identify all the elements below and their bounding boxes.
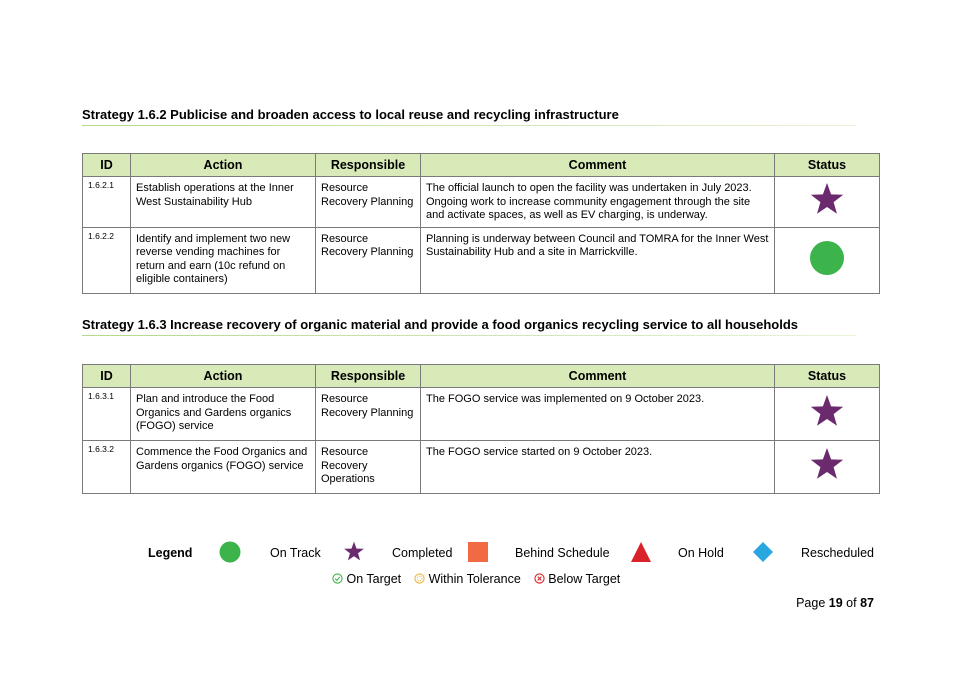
page-number: Page 19 of 87 (796, 596, 874, 610)
strategy-table-1-6-3: ID Action Responsible Comment Status 1.6… (82, 364, 880, 494)
header-status: Status (774, 153, 880, 177)
page-current: 19 (828, 596, 843, 610)
header-comment: Comment (420, 364, 775, 388)
row-action: Establish operations at the Inner West S… (130, 176, 316, 228)
legend: Legend On Track Completed Behind Schedul… (148, 541, 878, 565)
row-responsible: Resource Recovery Operations (315, 440, 421, 494)
completed-star-icon (810, 447, 844, 479)
row-comment: The FOGO service started on 9 October 20… (420, 440, 775, 494)
legend-label-completed: Completed (392, 546, 453, 560)
row-comment: The official launch to open the facility… (420, 176, 775, 228)
orange-square-icon (468, 542, 488, 562)
row-id: 1.6.2.1 (82, 176, 131, 228)
legend-label-behind-schedule: Behind Schedule (515, 546, 610, 560)
header-status: Status (774, 364, 880, 388)
header-responsible: Responsible (315, 153, 421, 177)
purple-star-icon (344, 541, 364, 561)
table-row: 1.6.3.1 Plan and introduce the Food Orga… (82, 387, 880, 441)
page-prefix: Page (796, 596, 826, 610)
table-header-row: ID Action Responsible Comment Status (82, 153, 880, 177)
row-responsible: Resource Recovery Planning (315, 387, 421, 441)
legend-label-rescheduled: Rescheduled (801, 546, 874, 560)
row-status (774, 387, 880, 441)
row-responsible: Resource Recovery Planning (315, 226, 421, 294)
row-status (774, 176, 880, 228)
row-id: 1.6.2.2 (82, 226, 131, 294)
blue-diamond-icon (753, 542, 773, 562)
row-action: Identify and implement two new reverse v… (130, 226, 316, 294)
header-action: Action (130, 364, 316, 388)
header-action: Action (130, 153, 316, 177)
table-row: 1.6.2.2 Identify and implement two new r… (82, 226, 880, 294)
heading-rule (82, 125, 856, 126)
row-action: Plan and introduce the Food Organics and… (130, 387, 316, 441)
check-circle-icon (332, 573, 343, 584)
legend-title: Legend (148, 546, 193, 560)
strategy-title: Strategy 1.6.2 Publicise and broaden acc… (82, 107, 619, 122)
header-responsible: Responsible (315, 364, 421, 388)
target-label-within-tolerance: Within Tolerance (428, 571, 521, 586)
row-id: 1.6.3.1 (82, 387, 131, 441)
cross-circle-icon (534, 573, 545, 584)
completed-star-icon (810, 182, 844, 214)
target-label-below-target: Below Target (548, 571, 621, 586)
strategy-heading-1-6-2: Strategy 1.6.2 Publicise and broaden acc… (82, 107, 856, 126)
table-row: 1.6.2.1 Establish operations at the Inne… (82, 176, 880, 228)
target-label-on-target: On Target (346, 571, 402, 586)
strategy-heading-1-6-3: Strategy 1.6.3 Increase recovery of orga… (82, 317, 856, 336)
header-id: ID (82, 153, 131, 177)
row-comment: Planning is underway between Council and… (420, 226, 775, 294)
page-total: 87 (860, 596, 874, 610)
on-track-circle-icon (810, 240, 844, 275)
row-comment: The FOGO service was implemented on 9 Oc… (420, 387, 775, 441)
page-of: of (846, 596, 857, 610)
legend-label-on-hold: On Hold (678, 546, 724, 560)
target-legend: On Target Within Tolerance Below Target (332, 571, 620, 586)
header-comment: Comment (420, 153, 775, 177)
row-status (774, 440, 880, 494)
strategy-title: Strategy 1.6.3 Increase recovery of orga… (82, 317, 798, 332)
heading-rule (82, 335, 856, 336)
red-triangle-icon (631, 542, 651, 562)
row-status (774, 226, 880, 294)
green-circle-icon (219, 541, 241, 563)
completed-star-icon (810, 394, 844, 426)
legend-label-on-track: On Track (270, 546, 321, 560)
strategy-table-1-6-2: ID Action Responsible Comment Status 1.6… (82, 153, 880, 294)
table-header-row: ID Action Responsible Comment Status (82, 364, 880, 388)
row-action: Commence the Food Organics and Gardens o… (130, 440, 316, 494)
row-id: 1.6.3.2 (82, 440, 131, 494)
table-row: 1.6.3.2 Commence the Food Organics and G… (82, 440, 880, 494)
dotted-circle-icon (414, 573, 425, 584)
row-responsible: Resource Recovery Planning (315, 176, 421, 228)
header-id: ID (82, 364, 131, 388)
